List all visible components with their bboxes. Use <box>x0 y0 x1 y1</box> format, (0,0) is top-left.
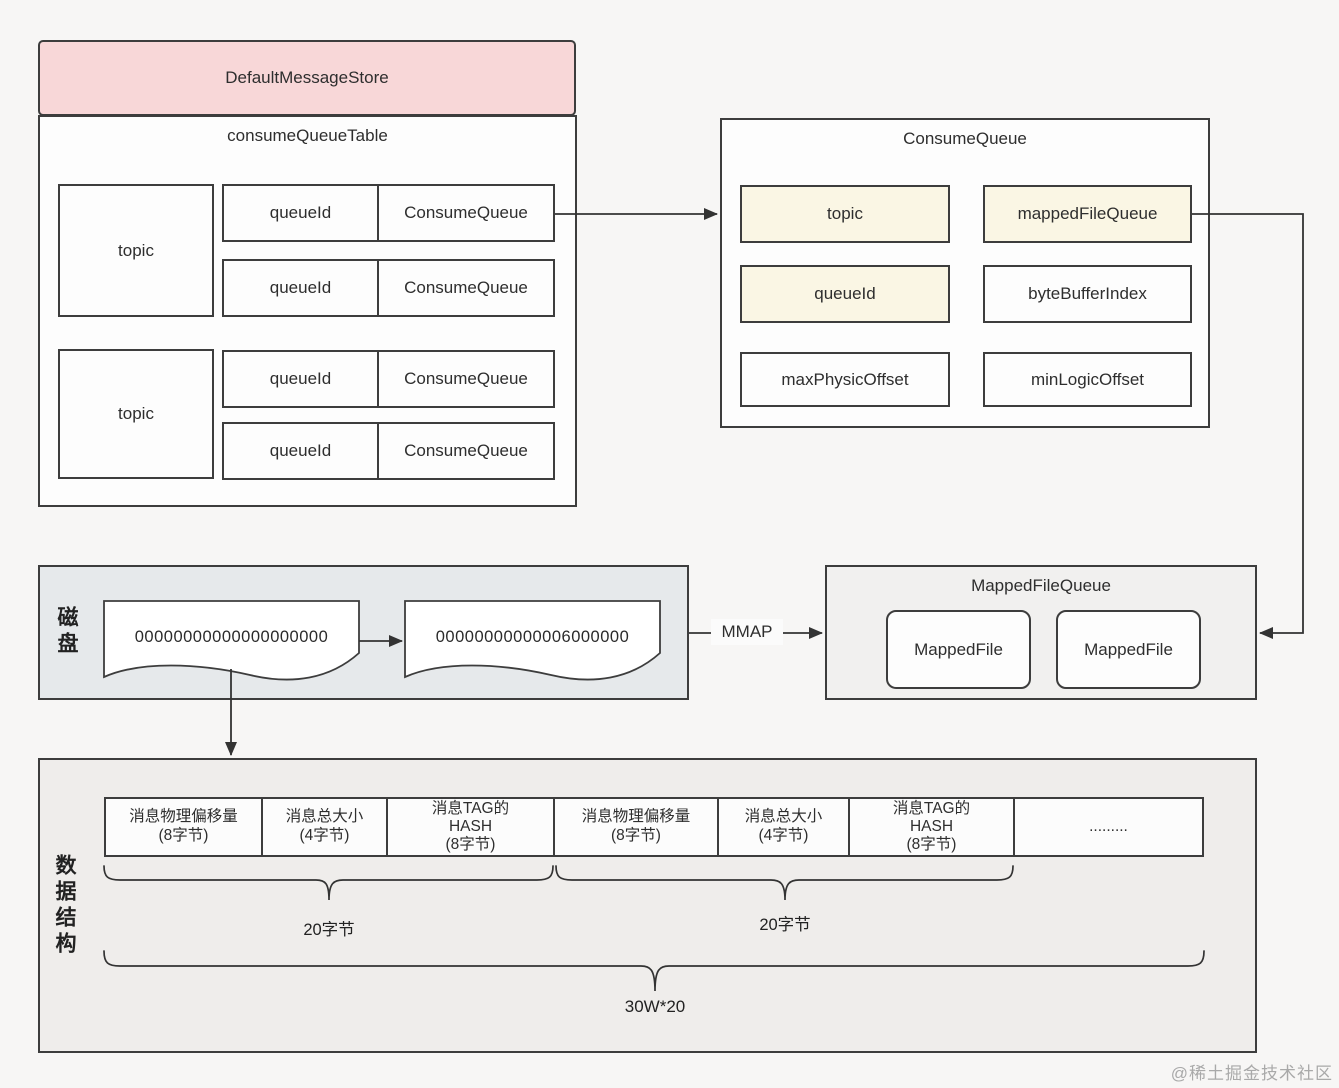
queue-id-cell: queueId <box>224 186 379 240</box>
cell-line: 消息TAG的 <box>431 800 510 818</box>
entry-cell-phys-offset-2: 消息物理偏移量 (8字节) <box>555 799 719 855</box>
cell-line: (8字节) <box>445 835 496 853</box>
data-structure-label: 数据结构 <box>53 854 76 958</box>
cell-line: 消息TAG的 <box>892 800 971 818</box>
cell-line: 消息总大小 <box>285 808 364 826</box>
consume-queue-cell: ConsumeQueue <box>404 203 528 222</box>
consume-queue-cell: ConsumeQueue <box>404 441 528 460</box>
entry-cell-phys-offset-1: 消息物理偏移量 (8字节) <box>106 799 263 855</box>
entry-cell-tag-hash-2: 消息TAG的 HASH (8字节) <box>850 799 1015 855</box>
cell-line: (4字节) <box>299 827 350 844</box>
entry-cell-tag-hash-1: 消息TAG的 HASH (8字节) <box>388 799 555 855</box>
topic-label: topic <box>118 404 154 423</box>
topic-box-2: topic <box>58 349 214 479</box>
cell-line: ......... <box>1089 817 1128 835</box>
cell-line: (8字节) <box>158 827 209 844</box>
field-bytebufferindex: byteBufferIndex <box>983 265 1192 323</box>
consume-queue-table-label: consumeQueueTable <box>227 126 388 145</box>
disk-file-1-name: 00000000000000000000 <box>134 627 329 646</box>
queue-id-cell: queueId <box>224 352 379 406</box>
consume-queue-cell: ConsumeQueue <box>404 369 528 388</box>
watermark: @稀土掘金技术社区 <box>1170 1064 1333 1083</box>
cell-line: 消息总大小 <box>744 808 823 826</box>
cell-line: 消息物理偏移量 <box>581 808 691 826</box>
mapped-file-1: MappedFile <box>886 610 1031 689</box>
field-mappedfilequeue: mappedFileQueue <box>983 185 1192 243</box>
mmap-label: MMAP <box>711 619 783 645</box>
entry-cell-ellipsis: ......... <box>1015 799 1202 855</box>
mapped-file-2: MappedFile <box>1056 610 1201 689</box>
cell-line: (4字节) <box>758 827 809 844</box>
cell-line: HASH <box>448 818 493 836</box>
queue-row: queueId ConsumeQueue <box>222 422 555 480</box>
default-message-store-header: DefaultMessageStore <box>38 40 576 116</box>
consume-queue-title: ConsumeQueue <box>903 129 1027 148</box>
default-message-store-title: DefaultMessageStore <box>225 68 389 87</box>
queue-row: queueId ConsumeQueue <box>222 259 555 317</box>
topic-box-1: topic <box>58 184 214 317</box>
queue-row: queueId ConsumeQueue <box>222 184 555 242</box>
brace-label-total: 30W*20 <box>624 997 686 1016</box>
disk-label: 磁盘 <box>55 606 78 658</box>
queue-row: queueId ConsumeQueue <box>222 350 555 408</box>
mapped-file-queue-title: MappedFileQueue <box>971 576 1111 595</box>
cell-line: (8字节) <box>906 835 957 853</box>
brace-label-entry-2: 20字节 <box>759 916 811 934</box>
cell-line: HASH <box>909 818 954 836</box>
cell-line: 消息物理偏移量 <box>129 808 238 826</box>
field-topic: topic <box>740 185 950 243</box>
queue-id-cell: queueId <box>224 424 379 478</box>
field-queueid: queueId <box>740 265 950 323</box>
entry-cell-msg-size-1: 消息总大小 (4字节) <box>263 799 388 855</box>
field-minlogicoffset: minLogicOffset <box>983 352 1192 407</box>
brace-label-entry-1: 20字节 <box>303 921 355 939</box>
entry-table: 消息物理偏移量 (8字节) 消息总大小 (4字节) 消息TAG的 HASH (8… <box>104 797 1204 857</box>
queue-id-cell: queueId <box>224 261 379 315</box>
entry-cell-msg-size-2: 消息总大小 (4字节) <box>719 799 850 855</box>
consume-queue-cell: ConsumeQueue <box>404 278 528 297</box>
disk-file-2-name: 00000000000006000000 <box>435 627 630 646</box>
topic-label: topic <box>118 240 154 260</box>
cell-line: (8字节) <box>611 827 661 844</box>
field-maxphysicoffset: maxPhysicOffset <box>740 352 950 407</box>
